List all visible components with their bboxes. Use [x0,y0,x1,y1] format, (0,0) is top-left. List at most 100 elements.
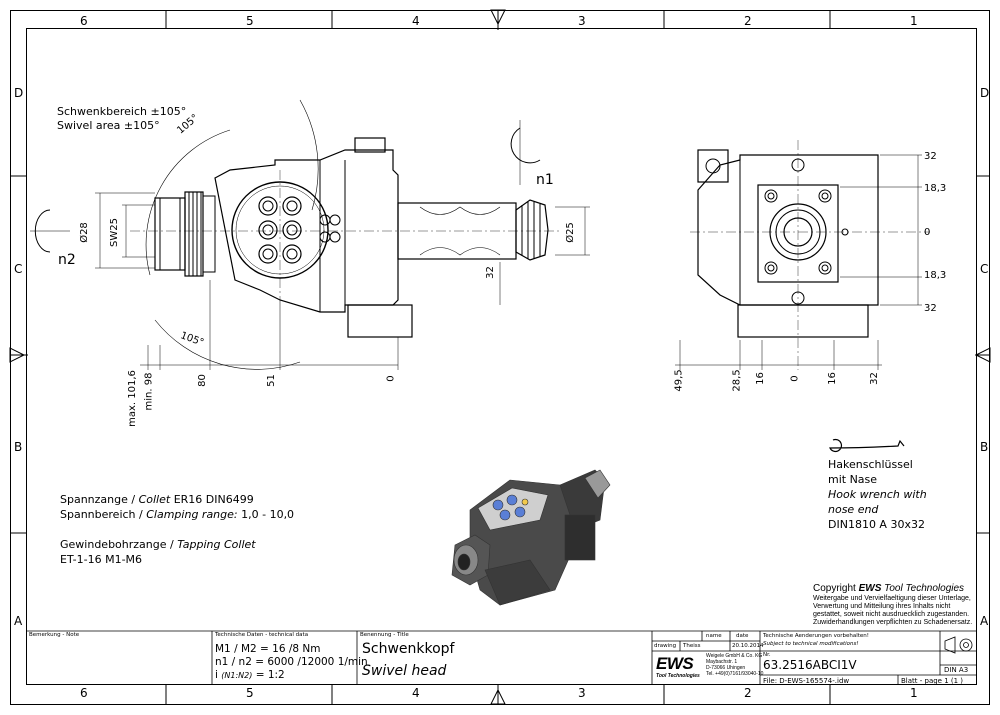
zone-row-b: B [14,440,23,454]
dim-d25: Ø25 [564,222,576,243]
swivel-area-en: Swivel area ±105° [57,119,160,132]
rotation-n2-label: n2 [58,252,76,268]
copyright-brand: EWS [858,583,882,594]
dim-right-18-bot: 18,3 [924,270,947,281]
collet-line-3: Gewindebohrzange / Tapping Collet [60,538,256,551]
ratio-label: i [215,669,218,681]
company-address: Weigele GmbH & Co. KG Maybachstr. 1 D-73… [706,653,763,677]
zone-col-1: 1 [910,14,918,28]
copyright-line-3: gestattet, soweit nicht ausdruecklich zu… [813,611,970,618]
zone-col-4: 4 [412,14,420,28]
dim-0-left: 0 [385,375,397,382]
address-line-4: Tel. +49(0)7161/93040-10 [706,671,764,677]
zone-col-6: 6 [80,14,88,28]
col-date-header: date [736,633,749,639]
company-logo: EWS [656,654,694,673]
clamping-value: 1,0 - 10,0 [241,508,295,521]
wrench-din: DIN1810 A 30x32 [828,518,925,531]
rotation-n1-label: n1 [536,172,554,188]
wrench-de-2: mit Nase [828,473,878,486]
ratio-sub: (N1:N2) [221,671,253,680]
inner-frame [26,28,977,685]
dim-right-32-top: 32 [924,151,937,162]
zone-col-2: 2 [744,14,752,28]
dim-right-32-bot: 32 [924,303,937,314]
zone-col-4-bottom: 4 [412,686,420,700]
tapping-label-de: Gewindebohrzange / [60,538,174,551]
tapping-label-en: Tapping Collet [177,538,256,551]
sheet-size: DIN A3 [944,666,969,674]
zone-row-d: D [14,86,24,100]
change-note-en: Subject to technical modifications! [763,641,859,647]
dim-min: min. 98 [143,372,155,411]
swivel-area-de: Schwenkbereich ±105° [57,105,187,118]
dim-80: 80 [196,374,208,387]
file-name: File: D-EWS-165574-.idw [763,677,850,685]
swivel-head-3d [451,469,611,606]
front-view [675,140,930,370]
sheet-number: Blatt - page 1 (1 ) [901,677,964,685]
centering-marks [9,9,991,705]
wrench-en-2: nose end [828,503,879,516]
dim-bottom-49: 49,5 [673,369,685,392]
clamping-label-de: Spannbereich / [60,508,143,521]
zone-row-a-right: A [980,614,989,628]
number-label: Nr. [763,652,771,658]
drawing-date: 20.10.2014 [732,643,764,649]
dim-bottom-16a: 16 [754,372,766,385]
dim-bottom-32: 32 [868,372,880,385]
dim-sw25: SW25 [108,218,120,247]
col-name-header: name [706,633,722,639]
ratio-value: = 1:2 [255,669,285,681]
zone-col-2-bottom: 2 [744,686,752,700]
title-block-lines [26,630,977,685]
wrench-en-1: Hook wrench with [828,488,927,501]
zone-row-c-right: C [980,262,989,276]
zone-row-d-right: D [980,86,990,100]
dim-d28: Ø28 [78,222,90,243]
speed-line: n1 / n2 = 6000 /12000 1/min [215,656,368,668]
drawing-number: 63.2516ABCI1V [763,658,857,672]
zone-col-3: 3 [578,14,586,28]
copyright-line-2: Verwertung und Mitteilung ihres Inhalts … [813,603,951,610]
collet-label-de: Spannzange / [60,493,136,506]
row-drawing-label: drawing [654,643,677,649]
zone-col-5-bottom: 5 [246,686,254,700]
address-line-3: D-73066 Uhingen [706,665,746,671]
note-label: Bemerkung - Note [29,632,80,638]
address-line-2: Maybachstr. 1 [706,659,738,665]
zone-col-3-bottom: 3 [578,686,586,700]
dim-bottom-16b: 16 [826,372,838,385]
ratio-line: i (N1:N2) = 1:2 [215,669,285,682]
dim-51: 51 [265,374,277,387]
copyright-line-1: Weitergabe und Vervielfaeltigung dieser … [813,595,971,602]
zone-row-b-right: B [980,440,989,454]
copyright-line-4: Zuwiderhandlungen verpflichten zu Schade… [813,619,973,626]
zone-row-a: A [14,614,23,628]
collet-value: ER16 DIN6499 [173,493,254,506]
wrench-de-1: Hakenschlüssel [828,458,913,471]
dim-right-18-top: 18,3 [924,183,947,194]
copyright-title: Copyright EWS Tool Technologies [813,583,964,594]
collet-line-1: Spannzange / Collet ER16 DIN6499 [60,493,254,506]
copyright-suffix: Tool Technologies [884,583,965,594]
title-en: Swivel head [362,663,447,679]
dim-bottom-28: 28,5 [731,369,743,392]
projection-symbol [944,636,973,654]
zone-col-6-bottom: 6 [80,686,88,700]
hook-wrench-drawing [829,438,905,453]
side-view [30,99,590,370]
collet-line-4: ET-1-16 M1-M6 [60,553,143,566]
zone-col-1-bottom: 1 [910,686,918,700]
zone-col-5: 5 [246,14,254,28]
clamping-label-en: Clamping range: [146,508,238,521]
dim-max: max. 101,6 [126,370,138,427]
zone-row-c: C [14,262,23,276]
dim-32-left: 32 [484,266,496,279]
collet-line-2: Spannbereich / Clamping range: 1,0 - 10,… [60,508,294,521]
title-de: Schwenkkopf [362,641,455,657]
dim-right-0: 0 [924,227,931,238]
torque-line: M1 / M2 = 16 /8 Nm [215,643,321,655]
